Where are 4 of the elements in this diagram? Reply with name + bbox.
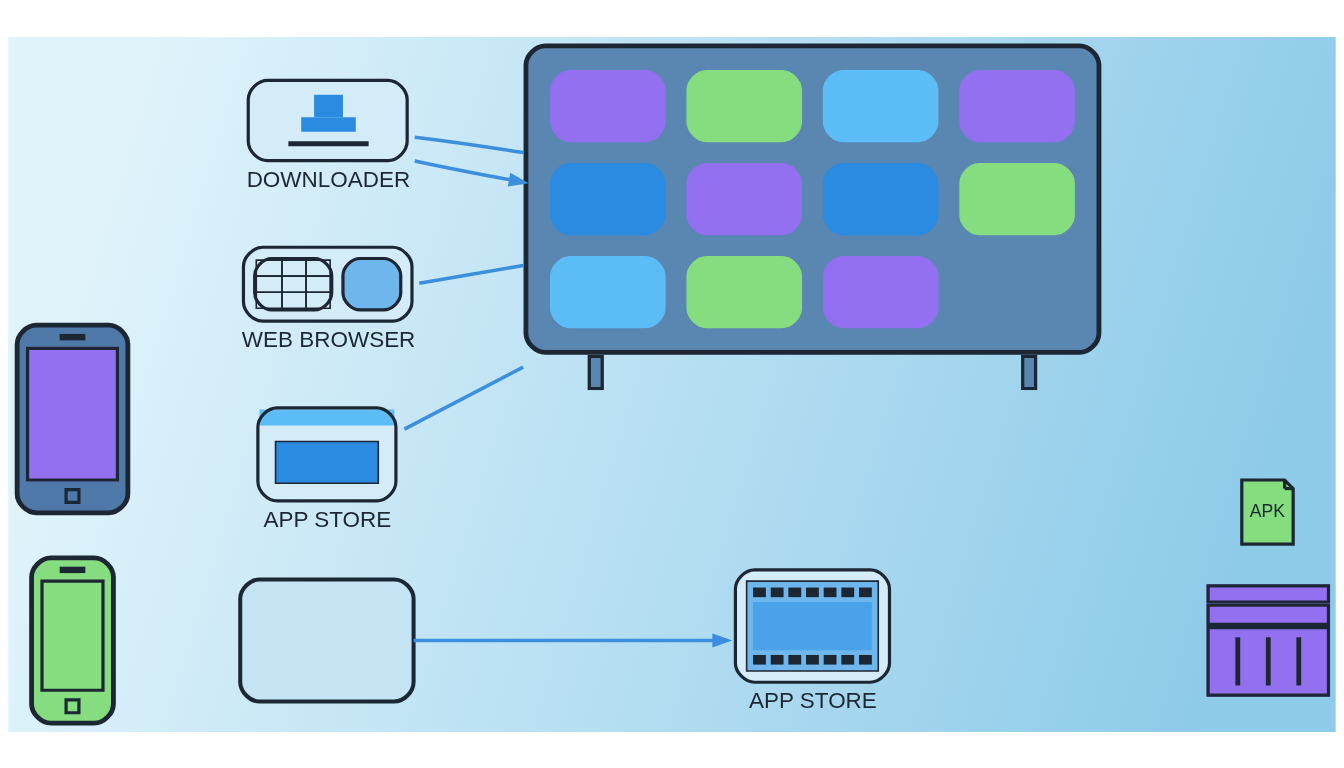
node-label: APP STORE xyxy=(263,506,392,532)
node-label: APP STORE xyxy=(749,687,877,713)
node-label: DOWNLOADER xyxy=(246,166,411,192)
node-label: WEB BROWSER xyxy=(241,326,416,352)
